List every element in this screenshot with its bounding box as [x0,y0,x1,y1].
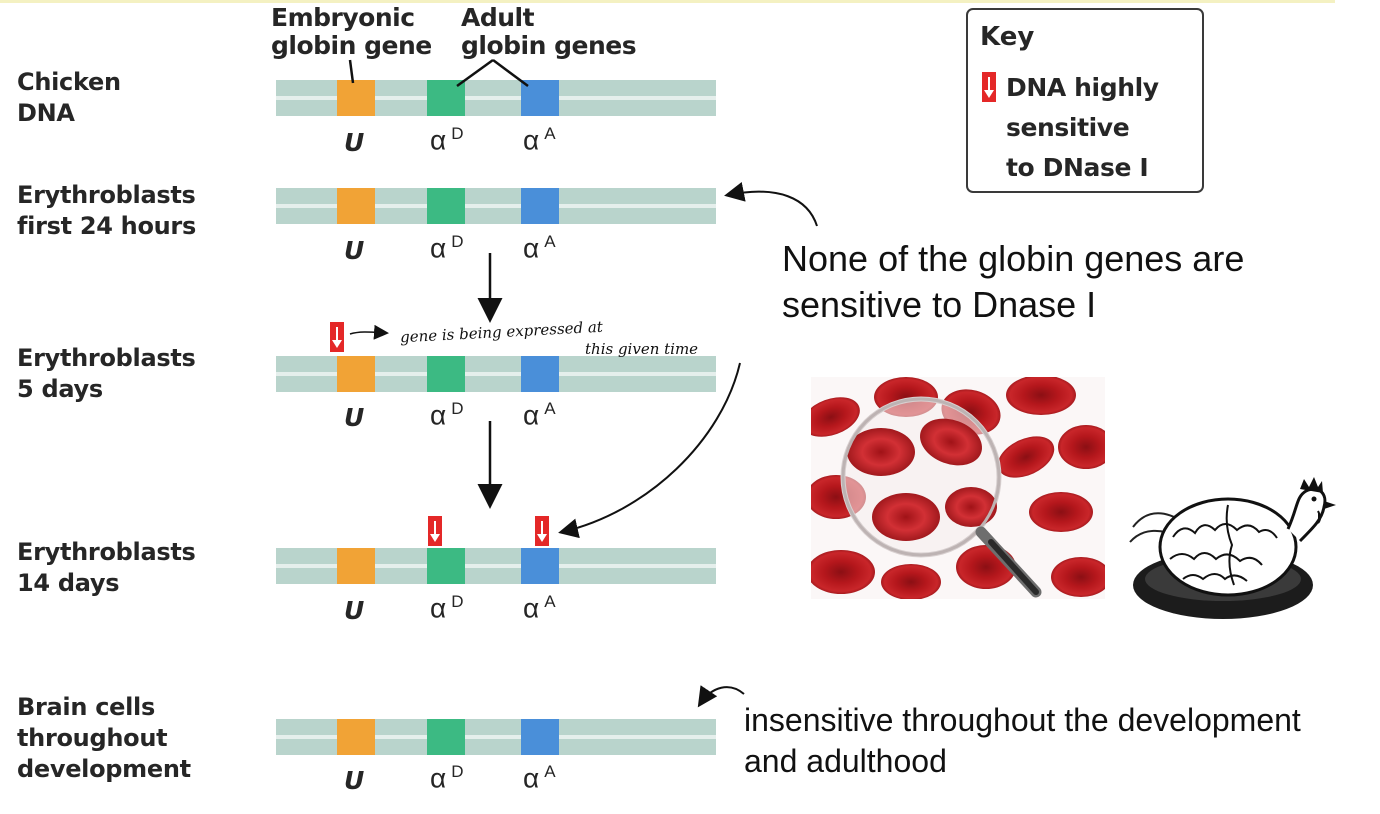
dna-strand-brain [276,719,716,755]
row-label-14-days: Erythroblasts 14 days [17,538,196,597]
gene-alpha-a [521,356,559,392]
key-box: Key DNA highly sensitive to DNase I [966,8,1204,193]
adult-genes-label: Adult globin genes [461,3,637,60]
gene-u [337,80,375,116]
top-border [0,0,1335,3]
gene-label-u: U [344,236,365,265]
handwritten-note-line1: gene is being expressed at [399,317,604,347]
gene-label-u: U [344,128,365,157]
gene-label-u: U [344,403,365,432]
dna-strand-24h [276,188,716,224]
embryonic-gene-label: Embryonic globin gene [271,3,432,60]
row-label-first-24-hours: Erythroblasts first 24 hours [17,181,196,240]
gene-u [337,356,375,392]
red-blood-cells-image [811,377,1105,599]
dnase-marker-alpha-a-14-days [535,516,549,546]
curved-arrow-brain [697,685,745,708]
gene-u [337,188,375,224]
dna-strand-chicken [276,80,716,116]
gene-label-u: U [344,766,365,795]
gene-alpha-d [427,188,465,224]
gene-label-u: U [344,596,365,625]
brain-hen-cartoon [1128,467,1338,625]
gene-alpha-a [521,548,559,584]
gene-alpha-a [521,719,559,755]
handwritten-note-line2: this given time [585,340,699,358]
gene-alpha-a [521,188,559,224]
row-label-brain-cells: Brain cells throughout development [17,693,191,783]
gene-alpha-a [521,80,559,116]
gene-alpha-d [427,719,465,755]
dna-strand-14-days [276,548,716,584]
gene-alpha-d [427,548,465,584]
dnase-marker-alpha-d-14-days [428,516,442,546]
key-text: DNA highly sensitive to DNase I [1006,73,1159,182]
curved-arrow-24h [724,182,818,227]
key-title: Key [980,22,1035,52]
dna-strand-5-days [276,356,716,392]
gene-u [337,719,375,755]
row-label-5-days: Erythroblasts 5 days [17,344,196,403]
note-insensitive: insensitive throughout the development a… [744,702,1301,779]
row-label-chicken-dna: Chicken DNA [17,68,121,127]
gene-u [337,548,375,584]
key-marker-icon [982,72,996,102]
note-none-sensitive: None of the globin genes are sensitive t… [782,238,1245,325]
handwritten-arrow [349,324,389,340]
gene-alpha-d [427,80,465,116]
gene-alpha-d [427,356,465,392]
dnase-marker-u-5-days [330,322,344,352]
